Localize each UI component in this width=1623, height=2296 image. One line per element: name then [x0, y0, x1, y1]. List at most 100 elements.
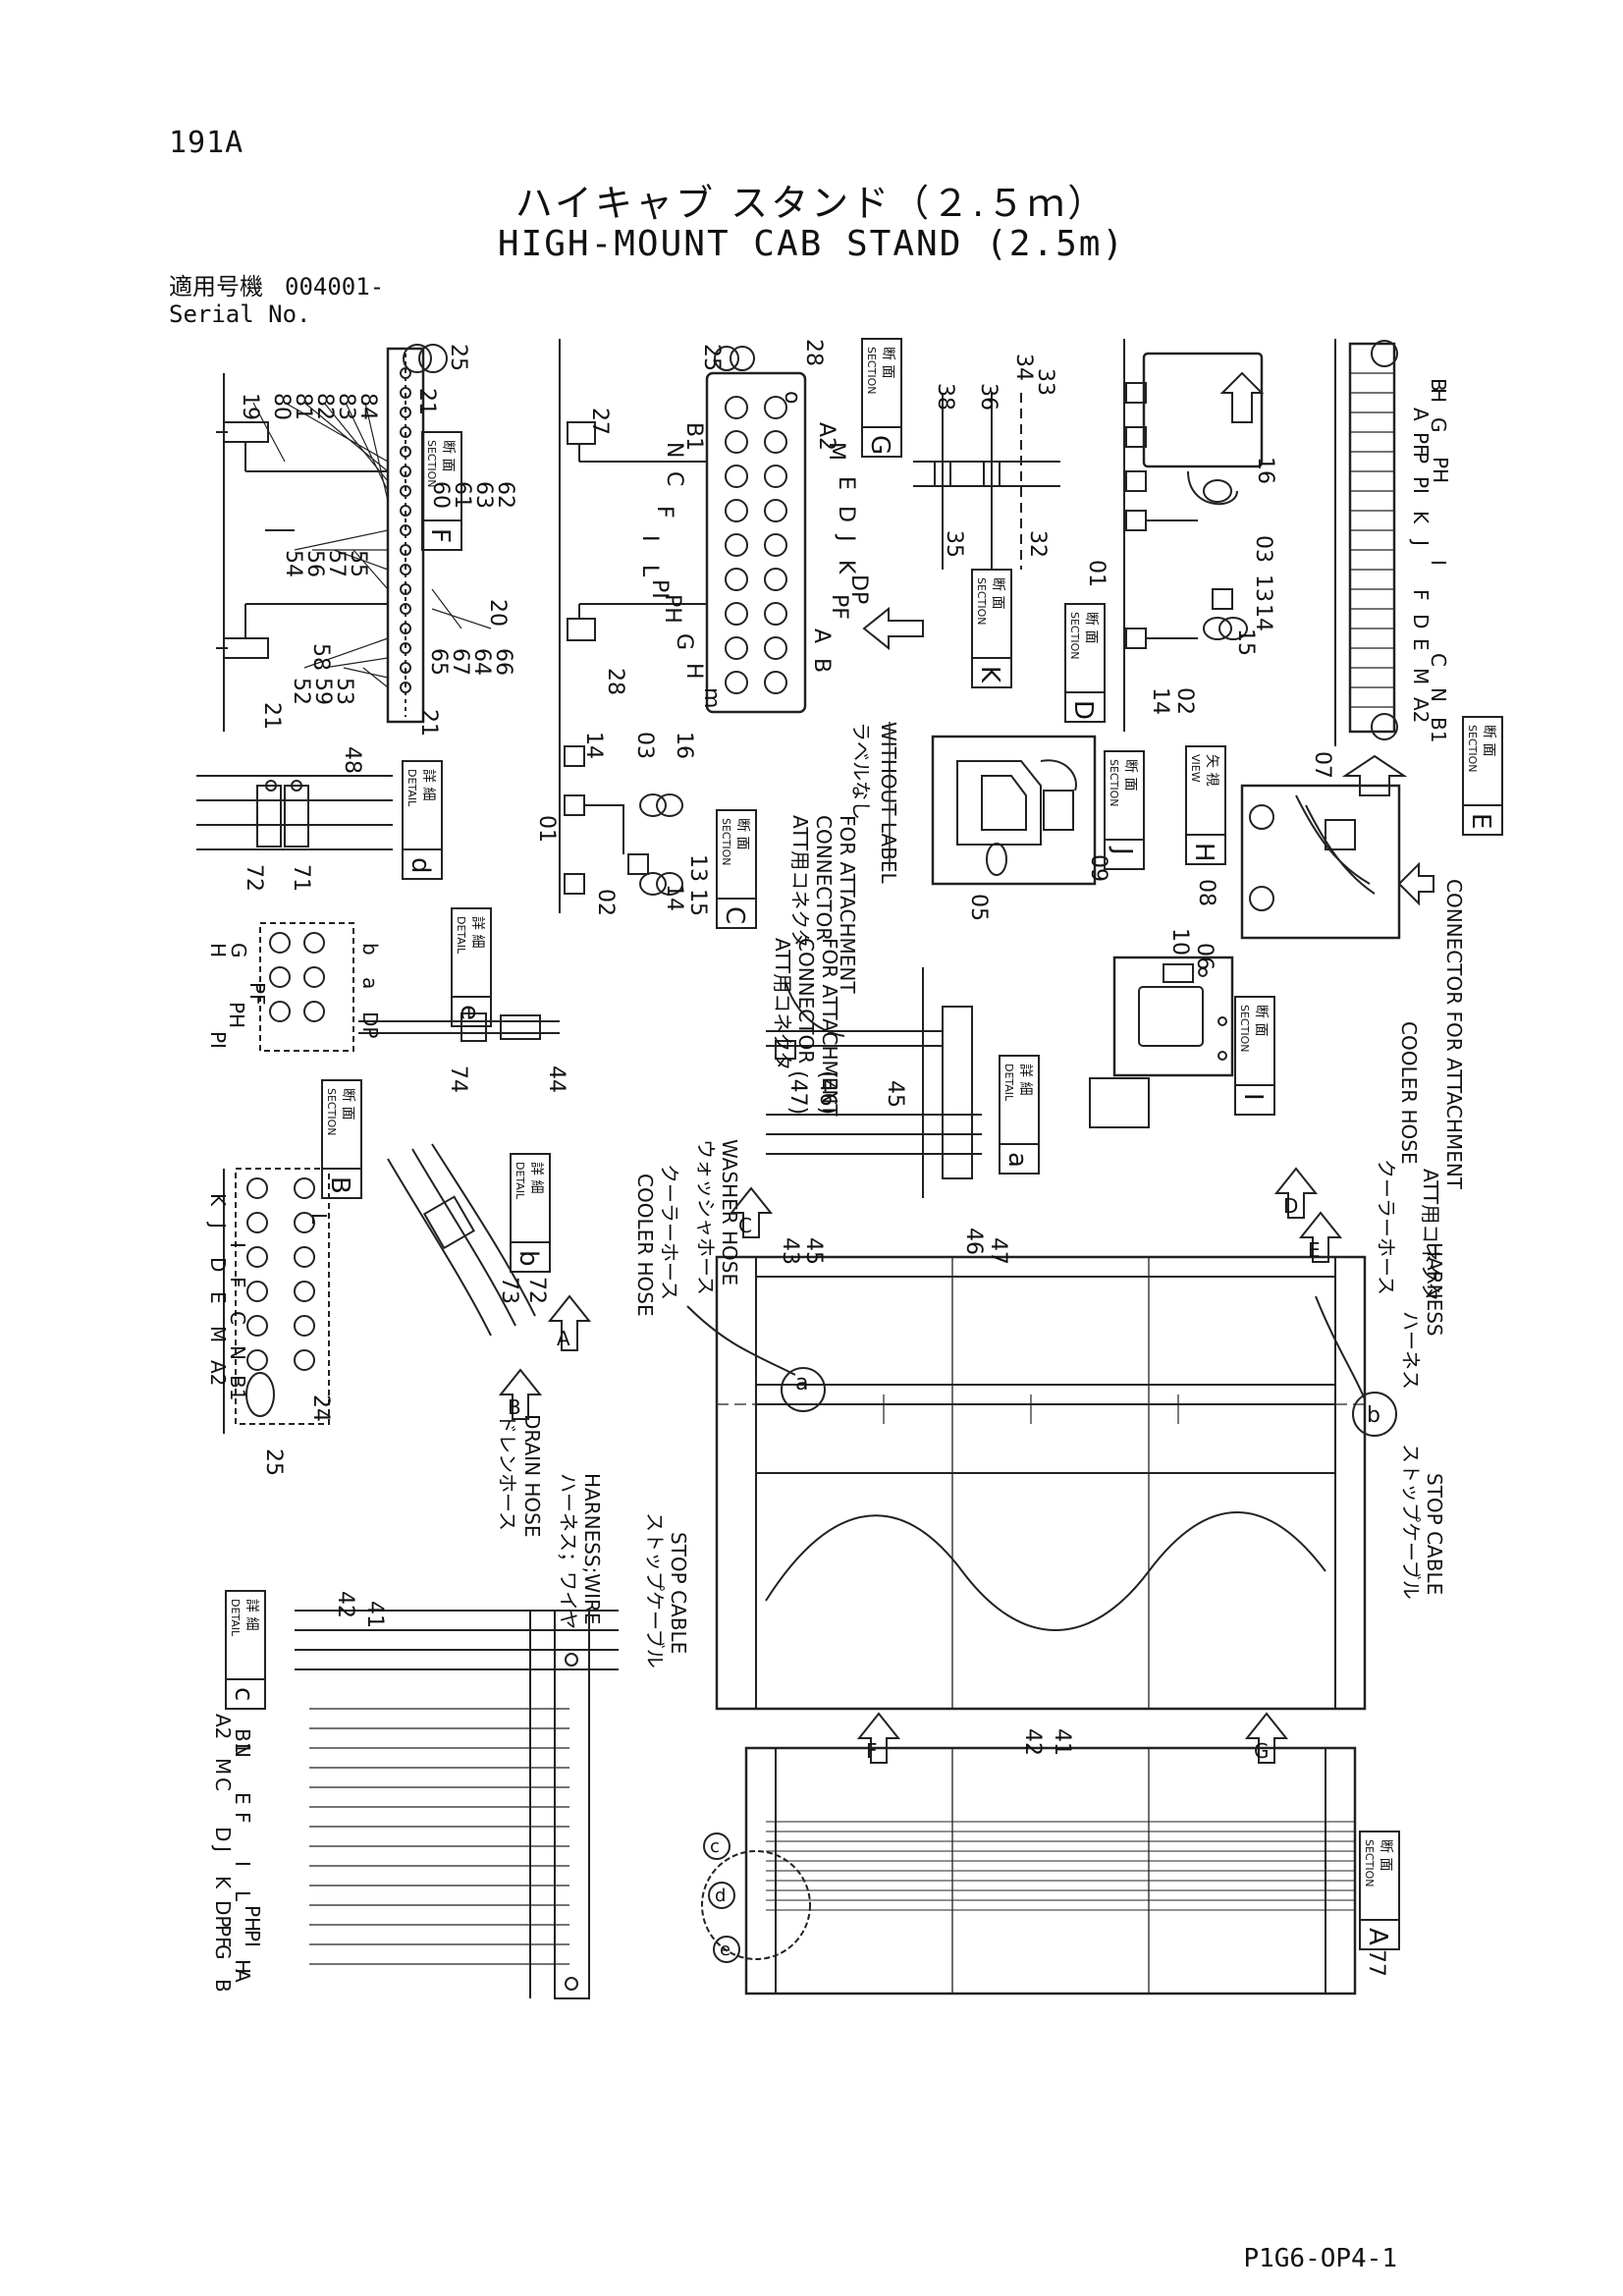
port-c-b1: B1: [231, 1728, 254, 1754]
detail-d-part-numbers: 48 72 71: [242, 746, 364, 892]
detail-c-drawing: [295, 1610, 619, 1999]
port-e-j: J: [1409, 538, 1433, 546]
part-number-36: 36: [976, 383, 1001, 410]
section-b-port-letters: K J I D F E C M N A2 B1 L: [206, 1193, 331, 1400]
detail-d-jp: 詳 細: [420, 769, 436, 800]
detail-a-callout-circle: [781, 1367, 826, 1412]
section-j-drawing: [931, 735, 1097, 886]
section-k-drawing: [913, 393, 1060, 570]
part-number-02-c: 02: [593, 889, 618, 916]
detail-c-tag: 詳 細 DETAIL c: [225, 1590, 266, 1710]
port-e-k: K: [1409, 511, 1433, 524]
part-number-81: 81: [291, 393, 315, 420]
port-c-d: D: [211, 1827, 235, 1841]
part-number-25-b: 25: [261, 1449, 286, 1476]
main-cab-drawing: [686, 1255, 1397, 1711]
detail-b-en: DETAIL: [514, 1162, 526, 1200]
part-number-20: 20: [485, 599, 510, 627]
arrow-c: C: [729, 1186, 774, 1238]
detail-a-part-numbers: (47) (46) 45: [785, 1070, 907, 1115]
without-label-group: ラベルなし WITHOUT LABEL: [849, 722, 900, 885]
detail-a-letter: a: [1002, 1152, 1032, 1168]
view-h-drawing: [1240, 754, 1434, 940]
section-a-jp: 断 面: [1378, 1839, 1393, 1871]
section-f-part-numbers: 19 80 81 82 83 84 25 21 54 56 57 55 60 6…: [238, 344, 517, 737]
part-number-84: 84: [355, 393, 380, 420]
cooler-hose-en-2: COOLER HOSE: [1397, 1021, 1421, 1165]
part-number-21: 21: [414, 388, 439, 415]
part-number-14-c: 14: [581, 732, 606, 759]
stop-cable-jp-2: ストップケーブル: [1399, 1444, 1423, 1600]
view-h-jp: 矢 視: [1204, 754, 1219, 786]
part-number-57: 57: [324, 550, 349, 577]
port-a: A: [809, 629, 834, 643]
part-number-21c: 21: [416, 709, 441, 737]
stop-cable-jp-1: ストップケーブル: [643, 1512, 667, 1668]
section-k-jp: 断 面: [990, 577, 1005, 609]
harness-jp: ハーネス: [1399, 1311, 1423, 1390]
port-b-k: K: [206, 1193, 230, 1207]
port-e: E: [834, 476, 858, 490]
port-c-dp: DP: [211, 1900, 235, 1927]
port-b-l: L: [307, 1213, 331, 1225]
section-g-jp: 断 面: [880, 347, 895, 378]
detail-b-callout-letter: b: [1367, 1403, 1380, 1428]
detail-d-letter: d: [406, 857, 435, 874]
port-b1: B1: [681, 422, 706, 451]
part-number-41: 41: [362, 1601, 387, 1628]
port-e-ph: PH: [1429, 457, 1452, 483]
part-number-13-d: 13: [1251, 574, 1275, 602]
section-e-drawing: [1334, 339, 1398, 746]
port-left-dp: DP: [358, 1011, 382, 1038]
section-g-letter: G: [865, 435, 894, 455]
detail-a-drawing: [766, 967, 982, 1198]
section-f-en: SECTION: [425, 440, 438, 487]
arrow-k-marker: [862, 606, 924, 651]
svg-text:F: F: [866, 1739, 878, 1763]
port-b-j: J: [206, 1221, 230, 1229]
port-e-f: F: [1409, 589, 1433, 601]
arrow-h-marker: [1219, 371, 1265, 423]
part-number-65: 65: [426, 648, 451, 676]
section-i-drawing: [1089, 956, 1234, 1128]
harness-en: HARNESS: [1423, 1242, 1446, 1337]
port-m: M: [824, 442, 848, 461]
part-number-72-b: 72: [524, 1277, 549, 1304]
section-f-drawing: [216, 344, 448, 732]
part-number-48: 48: [340, 746, 364, 774]
part-number-60: 60: [428, 481, 453, 509]
port-e-m: M: [1409, 668, 1433, 684]
part-number-45-main: 45: [801, 1237, 826, 1265]
port-e-h: H: [1427, 388, 1450, 403]
part-number-35: 35: [942, 530, 966, 558]
port-b-a2: A2: [206, 1360, 230, 1386]
part-number-47-paren: (47): [785, 1070, 810, 1115]
part-number-45-a: 45: [883, 1080, 907, 1108]
part-number-58: 58: [308, 643, 333, 671]
section-c-jp: 断 面: [734, 818, 750, 849]
cooler-hose-en-1: COOLER HOSE: [633, 1174, 657, 1317]
port-ph: PH: [660, 594, 684, 624]
part-number-66: 66: [491, 648, 515, 676]
part-number-54: 54: [281, 550, 305, 577]
port-e-d: D: [1409, 614, 1433, 629]
detail-d-tag: 詳 細 DETAIL d: [402, 760, 443, 880]
part-number-80: 80: [269, 393, 294, 420]
detail-e-callout-circle: [713, 1936, 740, 1963]
port-b-i: I: [226, 1242, 249, 1248]
detail-a-tag: 詳 細 DETAIL a: [999, 1055, 1040, 1175]
part-number-16-c: 16: [672, 732, 696, 759]
part-number-59: 59: [310, 678, 335, 705]
view-h-letter: H: [1189, 843, 1218, 862]
section-c-part-numbers: 14 03 16 01 02 13 14 15: [534, 732, 710, 916]
svg-text:e: e: [720, 1940, 730, 1960]
part-number-05: 05: [966, 894, 991, 921]
view-h-part-numbers: 07 08: [1194, 751, 1334, 906]
port-h: H: [681, 663, 706, 680]
port-b-n: N: [226, 1345, 249, 1360]
section-f-bolts: [400, 367, 411, 693]
section-k-part-numbers: 38 36 34 33 35 32: [933, 354, 1057, 558]
part-number-64: 64: [469, 648, 494, 676]
section-e-tag: 断 面 SECTION E: [1462, 716, 1503, 836]
